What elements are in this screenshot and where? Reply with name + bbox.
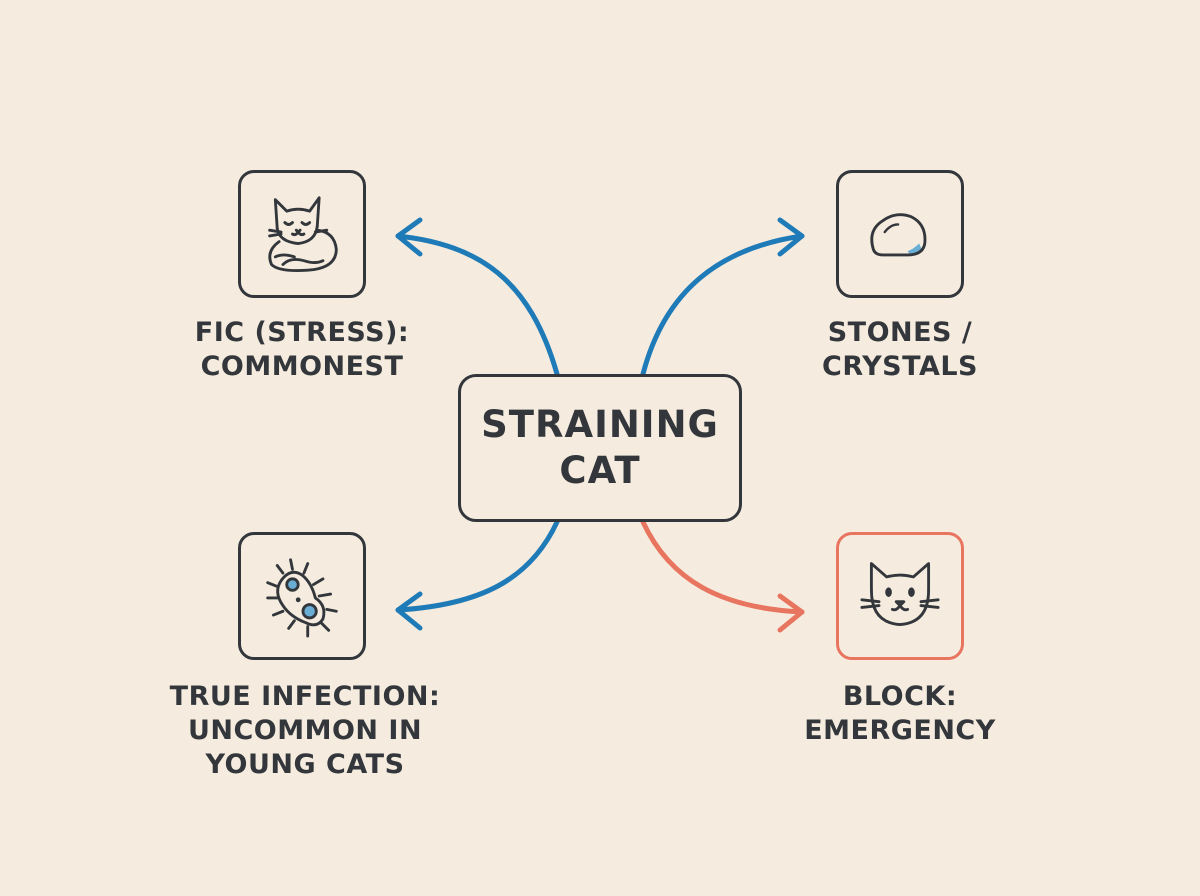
bacterium-icon: [266, 558, 338, 638]
stones-caption: STONES / CRYSTALS: [750, 316, 1050, 384]
fic-caption-line-1: FIC (STRESS):: [194, 317, 410, 348]
block-caption-line-1: BLOCK:: [842, 681, 958, 712]
arrow-to-stones: [640, 233, 805, 377]
center-node: STRAINING CAT: [458, 374, 742, 522]
sleeping-cat-icon: [268, 196, 338, 273]
infection-caption-line-2: UNCOMMON IN: [187, 715, 423, 746]
infection-caption-line-1: TRUE INFECTION:: [169, 681, 441, 712]
infection-node-box: [238, 532, 366, 660]
stone-icon: [870, 213, 927, 257]
center-title-line-2: CAT: [559, 449, 641, 492]
fic-node-box: [238, 170, 366, 298]
arrowhead-fic: [395, 217, 423, 257]
center-title-line-1: STRAINING: [481, 403, 719, 446]
arrow-to-fic: [395, 233, 560, 377]
infection-caption: TRUE INFECTION: UNCOMMON IN YOUNG CATS: [130, 680, 480, 782]
arrowhead-block: [777, 593, 805, 633]
block-node-box: [836, 532, 964, 660]
infection-caption-line-3: YOUNG CATS: [205, 749, 405, 780]
arrow-to-block: [640, 519, 805, 615]
block-caption: BLOCK: EMERGENCY: [750, 680, 1050, 748]
fic-caption-line-2: COMMONEST: [200, 351, 404, 382]
arrow-to-infection: [395, 519, 560, 613]
arrowhead-stones: [777, 217, 805, 257]
arrowhead-infection: [395, 591, 423, 631]
fic-caption: FIC (STRESS): COMMONEST: [152, 316, 452, 384]
stones-node-box: [836, 170, 964, 298]
block-caption-line-2: EMERGENCY: [804, 715, 996, 746]
stones-caption-line-2: CRYSTALS: [822, 351, 978, 382]
stones-caption-line-1: STONES /: [827, 317, 973, 348]
cat-face-icon: [860, 562, 940, 627]
